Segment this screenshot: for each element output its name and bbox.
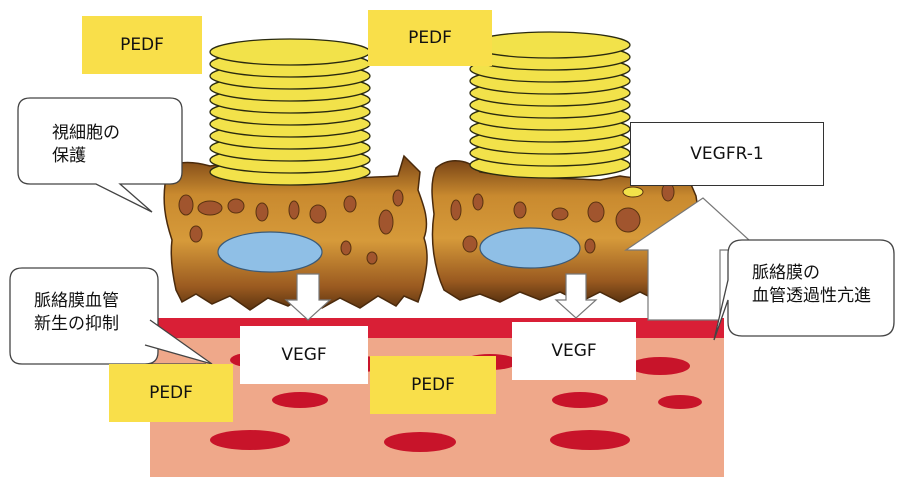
cnv-inhibition-line2: 新生の抑制 (34, 313, 119, 336)
pedf-label-bottom-center: PEDF (370, 356, 496, 414)
cnv-inhibition-line1: 脈絡膜血管 (34, 290, 119, 313)
vegf-label-right: VEGF (512, 322, 636, 380)
permeability-text: 脈絡膜の 血管透過性亢進 (752, 262, 871, 308)
pedf-label-top-center: PEDF (368, 10, 492, 66)
lipid-droplet (623, 187, 643, 197)
bruchs-membrane (150, 318, 724, 338)
vegfr1-label: VEGFR-1 (630, 122, 824, 186)
nucleus-left (218, 232, 322, 272)
vegf-label-left: VEGF (240, 326, 368, 384)
photoreceptor-disc-stack-left (210, 39, 370, 185)
pedf-label-bottom-left: PEDF (109, 364, 233, 422)
cnv-inhibition-text: 脈絡膜血管 新生の抑制 (34, 290, 119, 336)
permeability-line2: 血管透過性亢進 (752, 285, 871, 308)
pedf-label-top-left: PEDF (82, 16, 202, 74)
permeability-line1: 脈絡膜の (752, 262, 871, 285)
nucleus-right (480, 228, 580, 268)
photoreceptor-protection-line1: 視細胞の (52, 122, 120, 145)
photoreceptor-protection-text: 視細胞の 保護 (52, 122, 120, 168)
photoreceptor-protection-line2: 保護 (52, 145, 120, 168)
photoreceptor-disc-stack-right (470, 32, 630, 178)
